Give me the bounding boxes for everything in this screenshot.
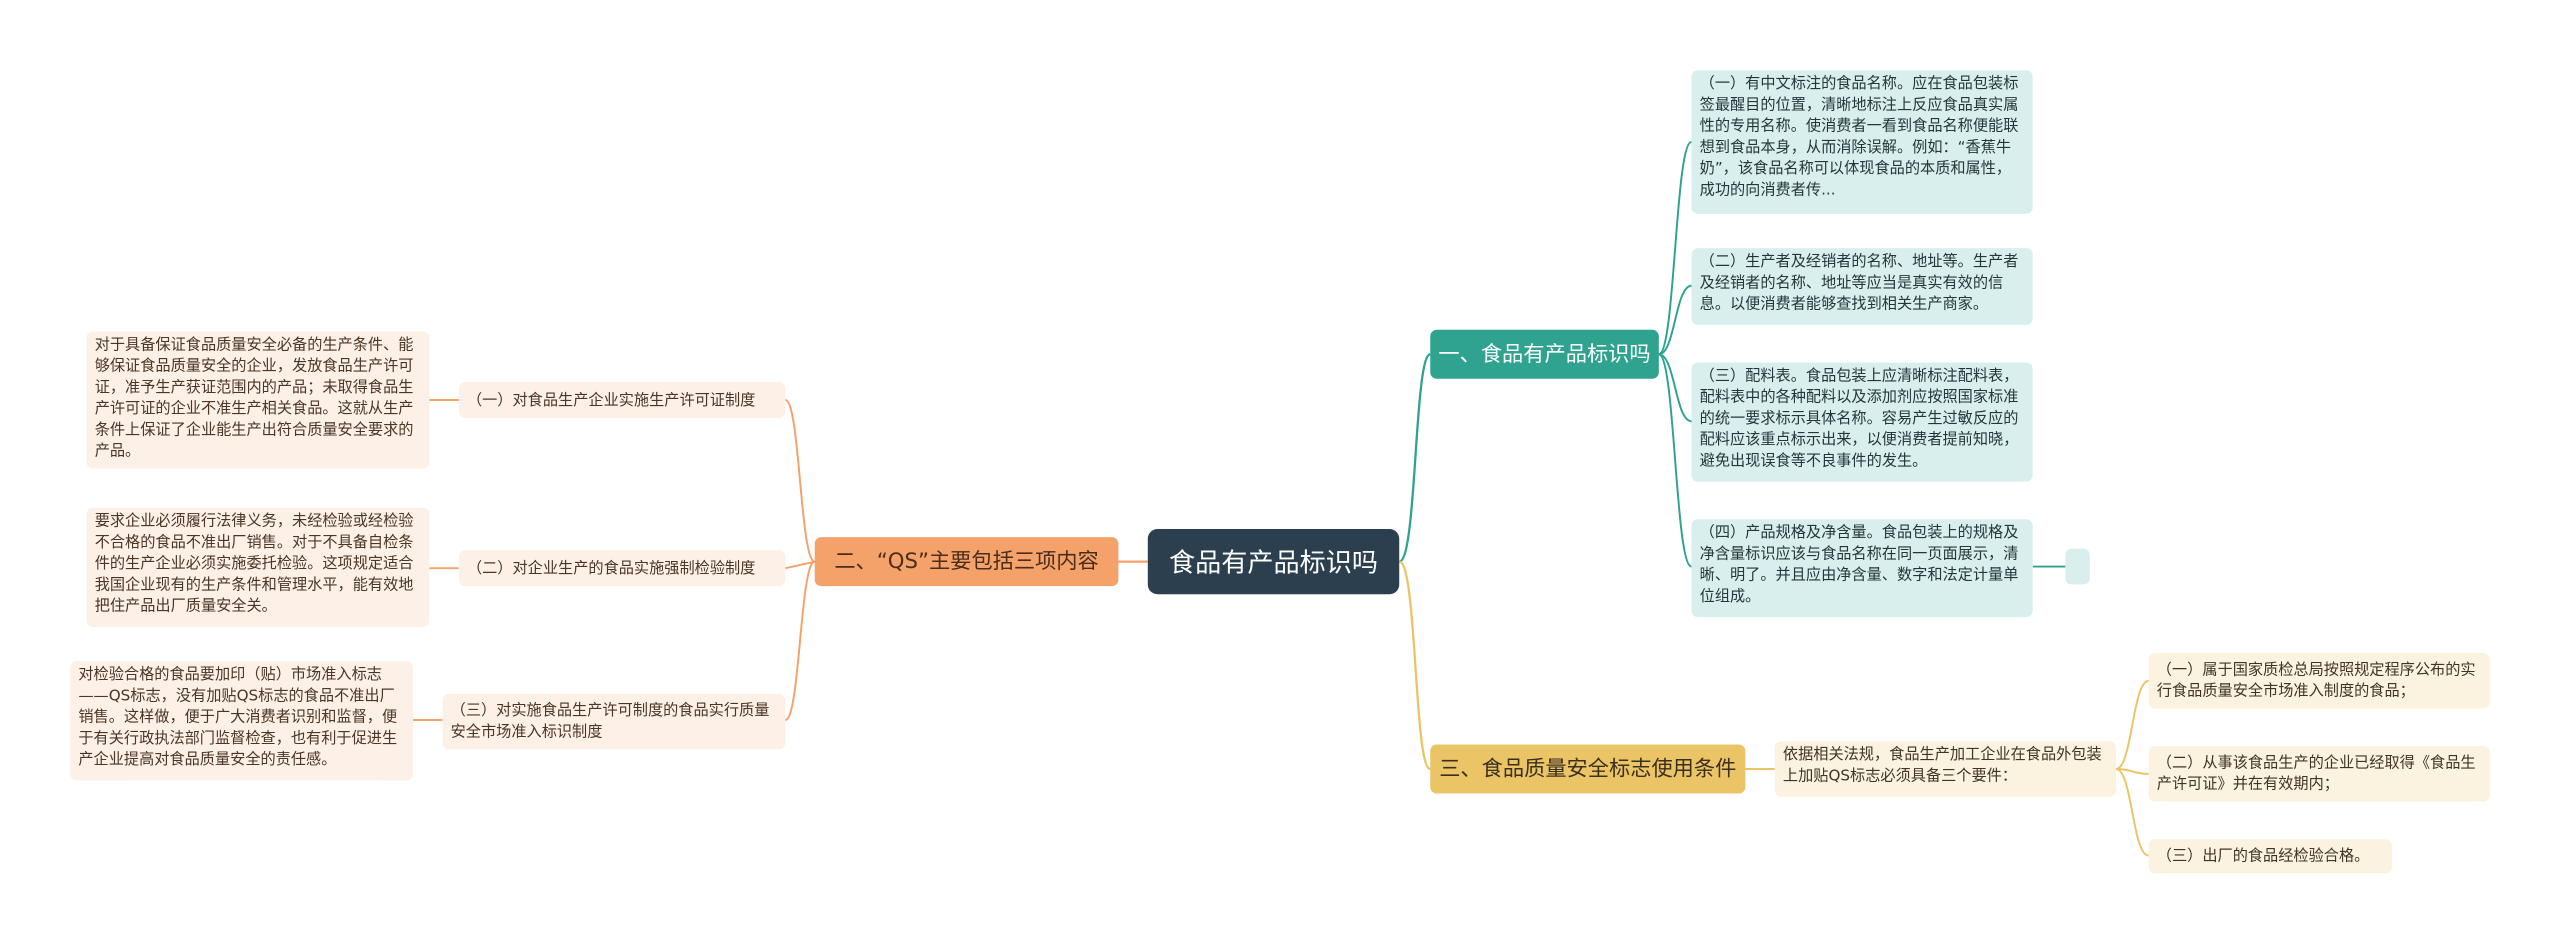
leaf-ingredient-list[interactable]: （三）配料表。食品包装上应清晰标注配料表，配料表中的各种配料以及添加剂应按照国家… bbox=[1691, 362, 2033, 482]
qs-detail-market-access-mark[interactable]: 对检验合格的食品要加印（贴）市场准入标志——QS标志，没有加贴QS标志的食品不准… bbox=[70, 661, 414, 781]
qs-item-production-license[interactable]: （一）对食品生产企业实施生产许可证制度 bbox=[458, 382, 786, 418]
qs-mark-requirements-intro[interactable]: 依据相关法规，食品生产加工企业在食品外包装上加贴QS标志必须具备三个要件： bbox=[1774, 741, 2116, 797]
qs-detail-production-license[interactable]: 对于具备保证食品质量安全必备的生产条件、能够保证食品质量安全的企业，发放食品生产… bbox=[86, 331, 430, 469]
requirement-listed-food[interactable]: （一）属于国家质检总局按照规定程序公布的实行食品质量安全市场准入制度的食品； bbox=[2148, 653, 2490, 709]
branch-qs-mark-conditions[interactable]: 三、食品质量安全标志使用条件 bbox=[1430, 744, 1746, 794]
requirement-passed-inspection[interactable]: （三）出厂的食品经检验合格。 bbox=[2148, 839, 2392, 874]
requirement-valid-license[interactable]: （二）从事该食品生产的企业已经取得《食品生产许可证》并在有效期内； bbox=[2148, 746, 2490, 802]
leaf-food-name[interactable]: （一）有中文标注的食品名称。应在食品包装标签最醒目的位置，清晰地标注上反应食品真… bbox=[1691, 70, 2033, 214]
leaf-specification-net-content[interactable]: （四）产品规格及净含量。食品包装上的规格及净含量标识应该与食品名称在同一页面展示… bbox=[1691, 519, 2033, 618]
leaf-producer-name-address[interactable]: （二）生产者及经销者的名称、地址等。生产者及经销者的名称、地址等应当是真实有效的… bbox=[1691, 248, 2033, 325]
central-topic[interactable]: 食品有产品标识吗 bbox=[1147, 528, 1400, 595]
qs-detail-mandatory-inspection[interactable]: 要求企业必须履行法律义务，未经检验或经检验不合格的食品不准出厂销售。对于不具备自… bbox=[86, 507, 430, 627]
branch-qs-contents[interactable]: 二、“QS”主要包括三项内容 bbox=[814, 537, 1119, 587]
qs-item-market-access-mark[interactable]: （三）对实施食品生产许可制度的食品实行质量安全市场准入标识制度 bbox=[442, 693, 786, 750]
qs-item-mandatory-inspection[interactable]: （二）对企业生产的食品实施强制检验制度 bbox=[458, 550, 786, 587]
empty-sub-node[interactable] bbox=[2065, 548, 2090, 585]
branch-product-labeling[interactable]: 一、食品有产品标识吗 bbox=[1430, 329, 1659, 379]
